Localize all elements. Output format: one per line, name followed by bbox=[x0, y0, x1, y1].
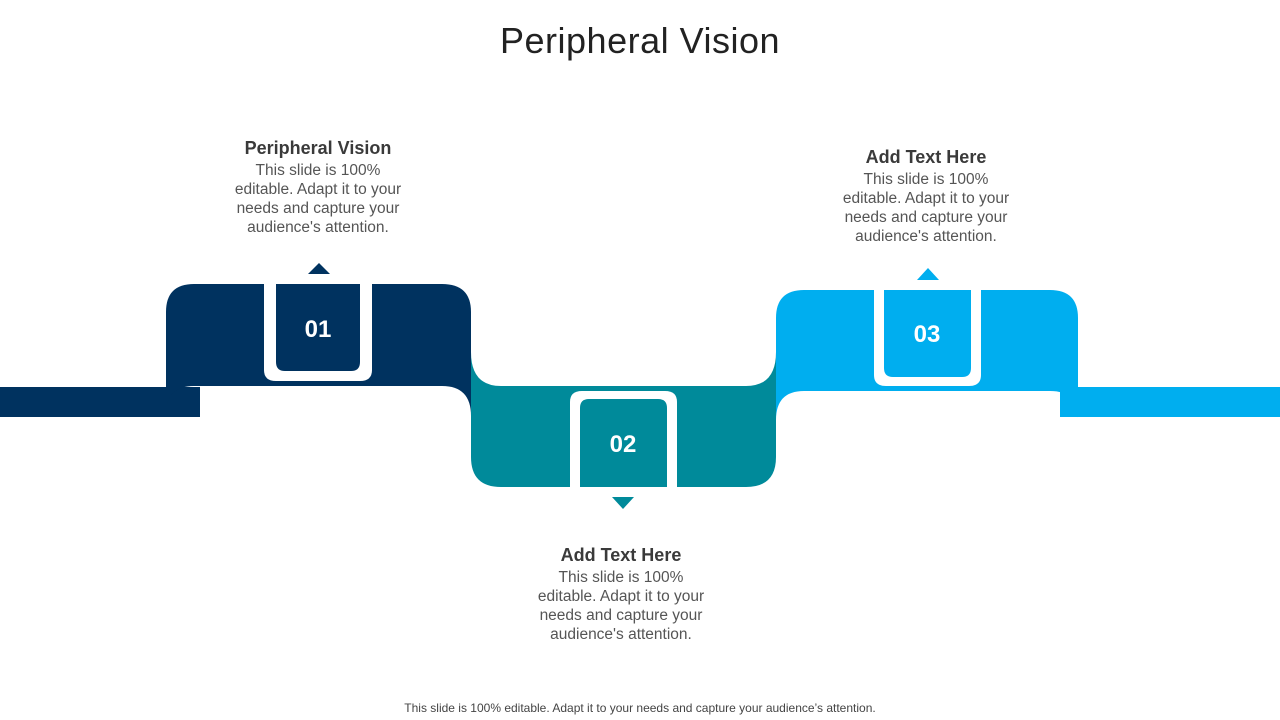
step-1-heading: Peripheral Vision bbox=[244, 138, 392, 158]
step-1-pointer bbox=[308, 263, 330, 274]
step-2-text: Add Text Here This slide is 100% editabl… bbox=[501, 544, 741, 644]
step-2-number: 02 bbox=[610, 431, 637, 458]
step-2-pointer bbox=[612, 497, 634, 509]
step-1-number: 01 bbox=[305, 316, 332, 343]
step-2-heading: Add Text Here bbox=[560, 545, 682, 565]
step-3-heading: Add Text Here bbox=[865, 147, 987, 167]
step-2-shape: 02 bbox=[471, 352, 776, 509]
slide-title: Peripheral Vision bbox=[500, 20, 780, 61]
step-1-body: This slide is 100% editable. Adapt it to… bbox=[234, 162, 402, 236]
step-2-body: This slide is 100% editable. Adapt it to… bbox=[537, 569, 705, 643]
step-3-number: 03 bbox=[914, 321, 941, 348]
step-1-shape: 01 bbox=[0, 263, 471, 417]
step-3-shape: 03 bbox=[776, 268, 1280, 420]
step-3-pointer bbox=[917, 268, 939, 280]
step-1-text: Peripheral Vision This slide is 100% edi… bbox=[198, 137, 438, 237]
step-3-body: This slide is 100% editable. Adapt it to… bbox=[842, 171, 1010, 245]
footer-note: This slide is 100% editable. Adapt it to… bbox=[404, 701, 876, 715]
step-3-text: Add Text Here This slide is 100% editabl… bbox=[806, 146, 1046, 246]
